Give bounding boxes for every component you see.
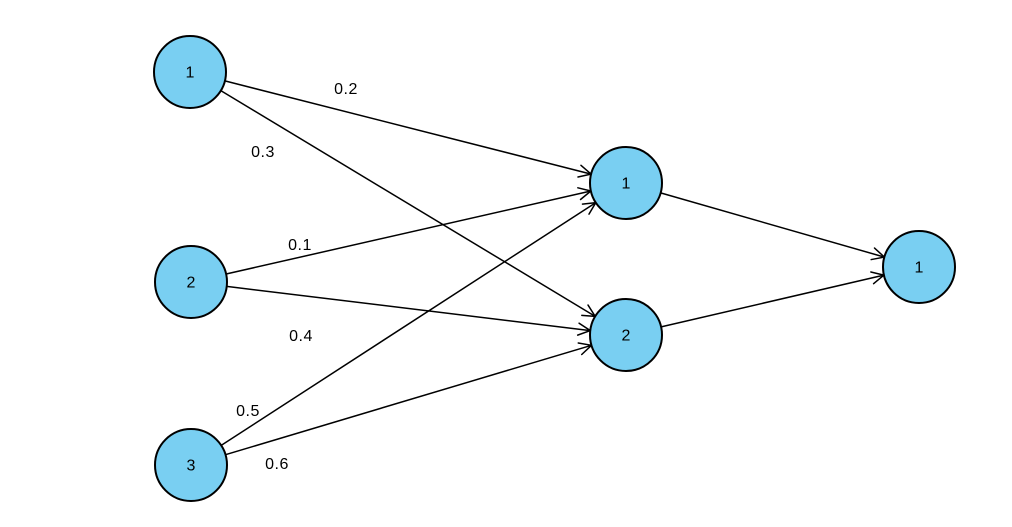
edge-input-3-to-hidden-2 <box>225 342 594 456</box>
edges-layer: 0.2 0.3 0.1 0.4 0.5 0.6 <box>220 80 887 473</box>
node-input-1: 1 <box>153 35 227 109</box>
node-label: 3 <box>187 458 196 475</box>
node-circle <box>589 146 663 220</box>
edge-weight-label: 0.4 <box>289 328 313 345</box>
edge-weight-label: 0.6 <box>265 456 289 473</box>
edge-weight-label: 0.5 <box>236 403 260 420</box>
node-label: 2 <box>622 328 631 345</box>
edge-input-3-to-hidden-1 <box>220 201 598 447</box>
node-input-3: 3 <box>154 428 228 502</box>
node-label: 1 <box>622 176 631 193</box>
node-hidden-2: 2 <box>589 298 663 372</box>
node-circle <box>154 245 228 319</box>
nodes-layer: 1 2 3 1 2 1 <box>153 35 956 502</box>
node-hidden-1: 1 <box>589 146 663 220</box>
node-circle <box>589 298 663 372</box>
node-label: 1 <box>186 65 195 82</box>
edge-input-1-to-hidden-1 <box>224 80 593 178</box>
edge-hidden-1-to-output-1 <box>660 192 887 261</box>
edge-input-1-to-hidden-2 <box>220 89 597 318</box>
node-output-1: 1 <box>882 230 956 304</box>
node-label: 2 <box>187 275 196 292</box>
node-circle <box>882 230 956 304</box>
node-label: 1 <box>915 260 924 277</box>
edge-weight-label: 0.3 <box>251 144 275 161</box>
edge-weight-label: 0.1 <box>288 237 312 254</box>
node-circle <box>153 35 227 109</box>
edge-weight-label: 0.2 <box>334 81 358 98</box>
node-input-2: 2 <box>154 245 228 319</box>
edge-input-2-to-hidden-2 <box>226 285 592 336</box>
node-circle <box>154 428 228 502</box>
edge-hidden-2-to-output-1 <box>660 271 886 328</box>
edge-input-2-to-hidden-1 <box>225 187 593 275</box>
